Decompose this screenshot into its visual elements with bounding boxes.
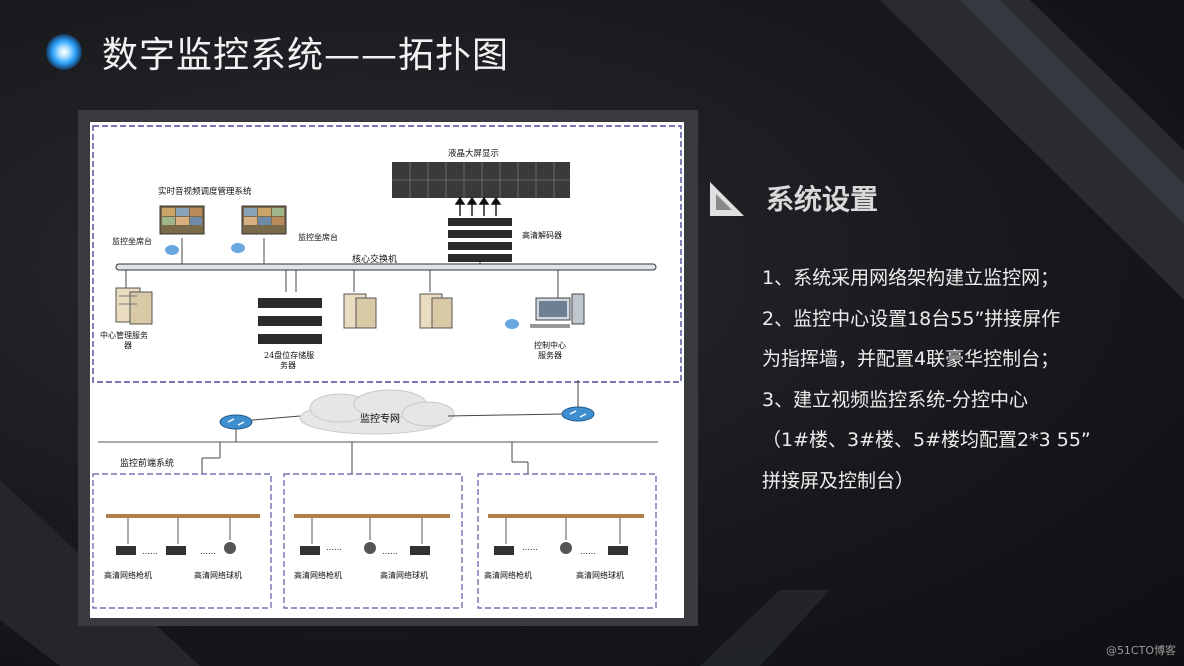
zone1-gun-camera-2 xyxy=(166,546,186,555)
seat-right-label: 监控坐席台 xyxy=(298,232,338,242)
title-bullet-icon xyxy=(46,34,82,70)
zone1-bus xyxy=(106,514,260,518)
zone3-gun-camera-1 xyxy=(494,546,514,555)
center-server-label: 中心管理服务 xyxy=(100,330,148,340)
decoder-label: 高清解码器 xyxy=(522,230,562,240)
settings-line-3: 为指挥墙，并配置4联豪华控制台； xyxy=(762,348,1060,370)
settings-line-1: 1、系统采用网络架构建立监控网； xyxy=(762,267,1060,289)
zone1-dots: …… xyxy=(142,547,158,556)
storage-label: 24盘位存储服 xyxy=(264,350,314,360)
lcd-wall-label: 液晶大屏显示 xyxy=(448,148,499,159)
private-network-cloud xyxy=(299,389,455,435)
server-icon-2 xyxy=(419,293,453,329)
zone3-gun-label: 高清网络枪机 xyxy=(484,570,532,580)
section-triangle-icon xyxy=(710,182,744,216)
decoder-rack xyxy=(448,218,512,262)
lcd-wall xyxy=(392,162,570,198)
core-switch-bar xyxy=(115,263,657,271)
zone3-dots: …… xyxy=(522,543,538,552)
topology-diagram-panel: 液晶大屏显示 高清解码器 实时音视频调度管理系统 监控坐席台 xyxy=(90,122,684,618)
slide-title: 数字监控系统——拓扑图 xyxy=(102,35,510,76)
settings-line-2: 2、监控中心设置18台55”拼接屏作 xyxy=(762,307,1061,330)
control-server-label-2: 服务器 xyxy=(538,350,562,360)
zone3-dome-label: 高清网络球机 xyxy=(576,570,624,580)
router-right-icon xyxy=(561,406,595,422)
zone3-bus xyxy=(488,514,644,518)
zone3-dome-camera xyxy=(560,542,572,554)
settings-line-5: （1#楼、3#楼、5#楼均配置2*3 55” xyxy=(762,429,1091,451)
zone2-dots-2: …… xyxy=(382,547,398,556)
front-end-label: 监控前端系统 xyxy=(120,457,174,469)
dispatch-monitors-left xyxy=(159,205,205,235)
watermark: @51CTO博客 xyxy=(1105,644,1176,657)
zone3-gun-camera-2 xyxy=(608,546,628,555)
zone2-dome-camera xyxy=(364,542,376,554)
seat-left-label: 监控坐席台 xyxy=(112,236,152,246)
zone2-bus xyxy=(294,514,450,518)
settings-list: 1、系统采用网络架构建立监控网； 2、监控中心设置18台55”拼接屏作 为指挥墙… xyxy=(762,258,1142,501)
zone2-dots: …… xyxy=(326,543,342,552)
section-title: 系统设置 xyxy=(766,183,879,216)
storage-label-2: 务器 xyxy=(280,360,296,370)
zone2-gun-label: 高清网络枪机 xyxy=(294,570,342,580)
settings-line-6: 拼接屏及控制台） xyxy=(762,469,915,492)
topology-diagram: 液晶大屏显示 高清解码器 实时音视频调度管理系统 监控坐席台 xyxy=(92,125,682,609)
center-server-icon xyxy=(115,287,153,325)
zone1-gun-camera-1 xyxy=(116,546,136,555)
zone1-dome-camera xyxy=(224,542,236,554)
control-server-label: 控制中心 xyxy=(534,340,566,350)
zone3-dots-2: …… xyxy=(580,547,596,556)
decoder-arrows xyxy=(454,196,502,216)
storage-rack xyxy=(258,298,322,344)
zone2-gun-camera-2 xyxy=(410,546,430,555)
server-icon-1 xyxy=(343,293,377,329)
center-server-label-2: 器 xyxy=(124,341,132,350)
front-end-zone-3 xyxy=(477,473,657,609)
settings-line-4: 3、建立视频监控系统-分控中心 xyxy=(762,388,1028,411)
core-switch-label: 核心交换机 xyxy=(352,253,397,265)
control-workstation-icon xyxy=(530,293,585,328)
zone1-gun-label: 高清网络枪机 xyxy=(104,570,152,580)
monitor-center-boundary xyxy=(92,125,682,383)
operator-icons xyxy=(165,243,519,329)
private-network-label: 监控专网 xyxy=(360,412,400,425)
zone1-dome-label: 高清网络球机 xyxy=(194,570,242,580)
av-dispatch-label: 实时音视频调度管理系统 xyxy=(158,186,252,197)
front-end-zone-2 xyxy=(283,473,463,609)
router-left-icon xyxy=(219,414,253,430)
zone1-dots-2: …… xyxy=(200,547,216,556)
zone2-dome-label: 高清网络球机 xyxy=(380,570,428,580)
zone2-gun-camera-1 xyxy=(300,546,320,555)
front-end-zone-1 xyxy=(92,473,272,609)
dispatch-monitors-right xyxy=(241,205,287,235)
